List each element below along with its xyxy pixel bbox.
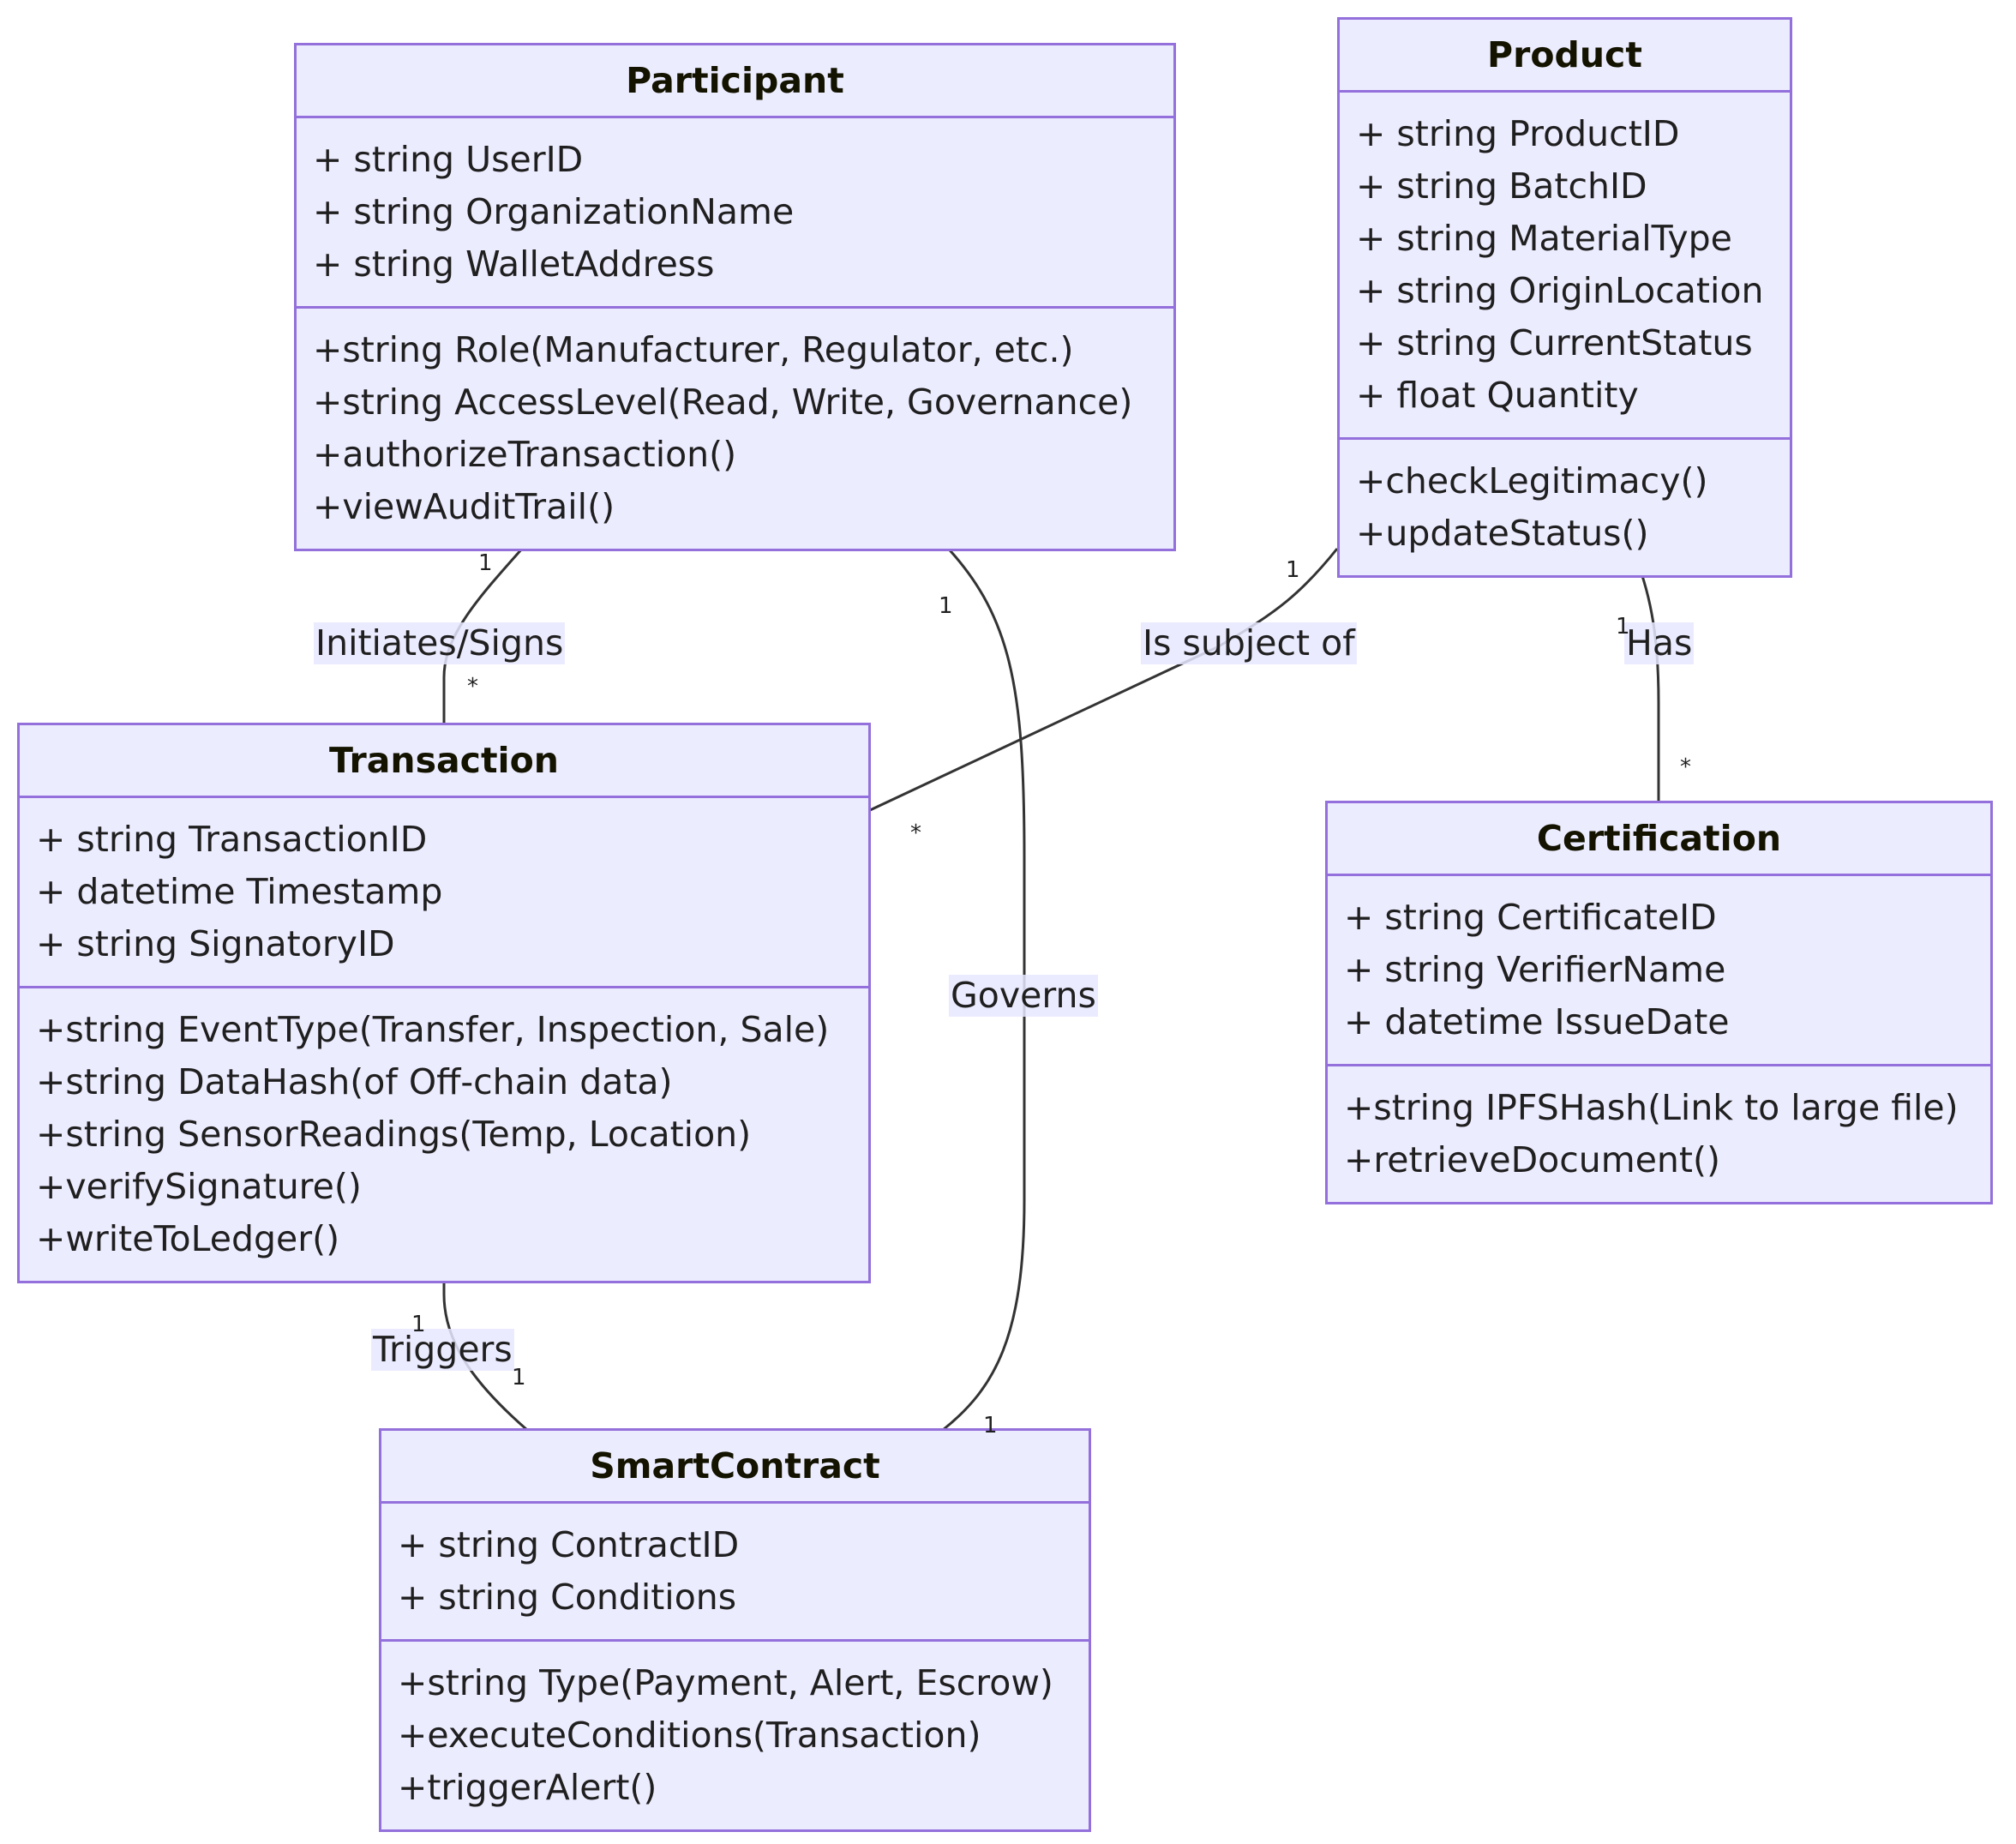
mult-triggers-to: 1: [512, 1365, 526, 1391]
transaction-attributes: + string TransactionID + datetime Timest…: [20, 798, 868, 986]
mult-subject-from: 1: [1286, 557, 1300, 583]
participant-attribute: + string OrganizationName: [313, 191, 795, 232]
smartcontract-class-name: SmartContract: [381, 1431, 1089, 1504]
product-attribute: + string MaterialType: [1356, 218, 1732, 259]
participant-class-name: Participant: [297, 45, 1173, 118]
product-attribute: + float Quantity: [1356, 375, 1639, 416]
certification-attribute: + string CertificateID: [1344, 897, 1717, 938]
product-methods: +checkLegitimacy() +updateStatus(): [1340, 437, 1790, 575]
participant-methods: +string Role(Manufacturer, Regulator, et…: [297, 306, 1173, 549]
edge-label-has: Has: [1624, 622, 1695, 664]
transaction-method: +string EventType(Transfer, Inspection, …: [36, 1009, 830, 1050]
product-class-name: Product: [1340, 20, 1790, 93]
edge-label-initiates-signs: Initiates/Signs: [314, 622, 566, 664]
product-attribute: + string CurrentStatus: [1356, 322, 1753, 363]
participant-attribute: + string UserID: [313, 139, 584, 180]
transaction-method: +verifySignature(): [36, 1166, 362, 1207]
mult-initiates-from: 1: [478, 550, 493, 576]
product-attribute: + string OriginLocation: [1356, 270, 1764, 311]
smartcontract-attributes: + string ContractID + string Conditions: [381, 1504, 1089, 1639]
edge-has: [1637, 565, 1660, 802]
certification-class-name: Certification: [1328, 803, 1990, 876]
product-class[interactable]: Product + string ProductID + string Batc…: [1337, 17, 1792, 578]
edge-label-triggers: Triggers: [371, 1329, 514, 1371]
product-method: +updateStatus(): [1356, 513, 1649, 554]
edge-label-is-subject-of: Is subject of: [1141, 622, 1357, 664]
transaction-class[interactable]: Transaction + string TransactionID + dat…: [17, 723, 871, 1283]
certification-attributes: + string CertificateID + string Verifier…: [1328, 876, 1990, 1064]
smartcontract-methods: +string Type(Payment, Alert, Escrow) +ex…: [381, 1639, 1089, 1829]
certification-class[interactable]: Certification + string CertificateID + s…: [1325, 801, 1993, 1204]
transaction-attribute: + datetime Timestamp: [36, 871, 443, 912]
certification-methods: +string IPFSHash(Link to large file) +re…: [1328, 1064, 1990, 1202]
mult-triggers-from: 1: [411, 1312, 426, 1337]
certification-method: +string IPFSHash(Link to large file): [1344, 1087, 1959, 1128]
smartcontract-class[interactable]: SmartContract + string ContractID + stri…: [379, 1428, 1091, 1832]
edge-label-governs: Governs: [949, 975, 1098, 1017]
smartcontract-method: +string Type(Payment, Alert, Escrow): [398, 1662, 1053, 1703]
participant-attribute: + string WalletAddress: [313, 243, 715, 285]
participant-attributes: + string UserID + string OrganizationNam…: [297, 118, 1173, 306]
edge-is-subject-of: [869, 548, 1339, 812]
transaction-method: +writeToLedger(): [36, 1218, 340, 1259]
edge-initiates-signs: [442, 539, 531, 724]
transaction-class-name: Transaction: [20, 725, 868, 798]
certification-method: +retrieveDocument(): [1344, 1139, 1720, 1180]
certification-attribute: + datetime IssueDate: [1344, 1001, 1730, 1042]
transaction-attribute: + string SignatoryID: [36, 923, 395, 964]
mult-has-to: *: [1680, 754, 1691, 780]
mult-has-from: 1: [1616, 614, 1630, 640]
product-attribute: + string ProductID: [1356, 113, 1680, 154]
participant-class[interactable]: Participant + string UserID + string Org…: [294, 43, 1176, 551]
transaction-methods: +string EventType(Transfer, Inspection, …: [20, 986, 868, 1281]
mult-subject-to: *: [910, 820, 921, 846]
mult-initiates-to: *: [467, 674, 478, 700]
transaction-attribute: + string TransactionID: [36, 819, 428, 860]
participant-method: +string AccessLevel(Read, Write, Governa…: [313, 381, 1133, 423]
smartcontract-method: +executeConditions(Transaction): [398, 1715, 981, 1756]
participant-method: +authorizeTransaction(): [313, 434, 737, 475]
smartcontract-attribute: + string ContractID: [398, 1524, 740, 1565]
edge-governs: [939, 538, 1026, 1432]
participant-method: +string Role(Manufacturer, Regulator, et…: [313, 329, 1074, 370]
transaction-method: +string DataHash(of Off-chain data): [36, 1061, 673, 1102]
product-method: +checkLegitimacy(): [1356, 460, 1708, 502]
mult-governs-from: 1: [939, 593, 953, 619]
mult-governs-to: 1: [983, 1413, 998, 1439]
smartcontract-method: +triggerAlert(): [398, 1767, 657, 1808]
smartcontract-attribute: + string Conditions: [398, 1577, 737, 1618]
transaction-method: +string SensorReadings(Temp, Location): [36, 1114, 752, 1155]
product-attribute: + string BatchID: [1356, 165, 1647, 207]
product-attributes: + string ProductID + string BatchID + st…: [1340, 93, 1790, 437]
participant-method: +viewAuditTrail(): [313, 486, 615, 527]
certification-attribute: + string VerifierName: [1344, 949, 1726, 990]
